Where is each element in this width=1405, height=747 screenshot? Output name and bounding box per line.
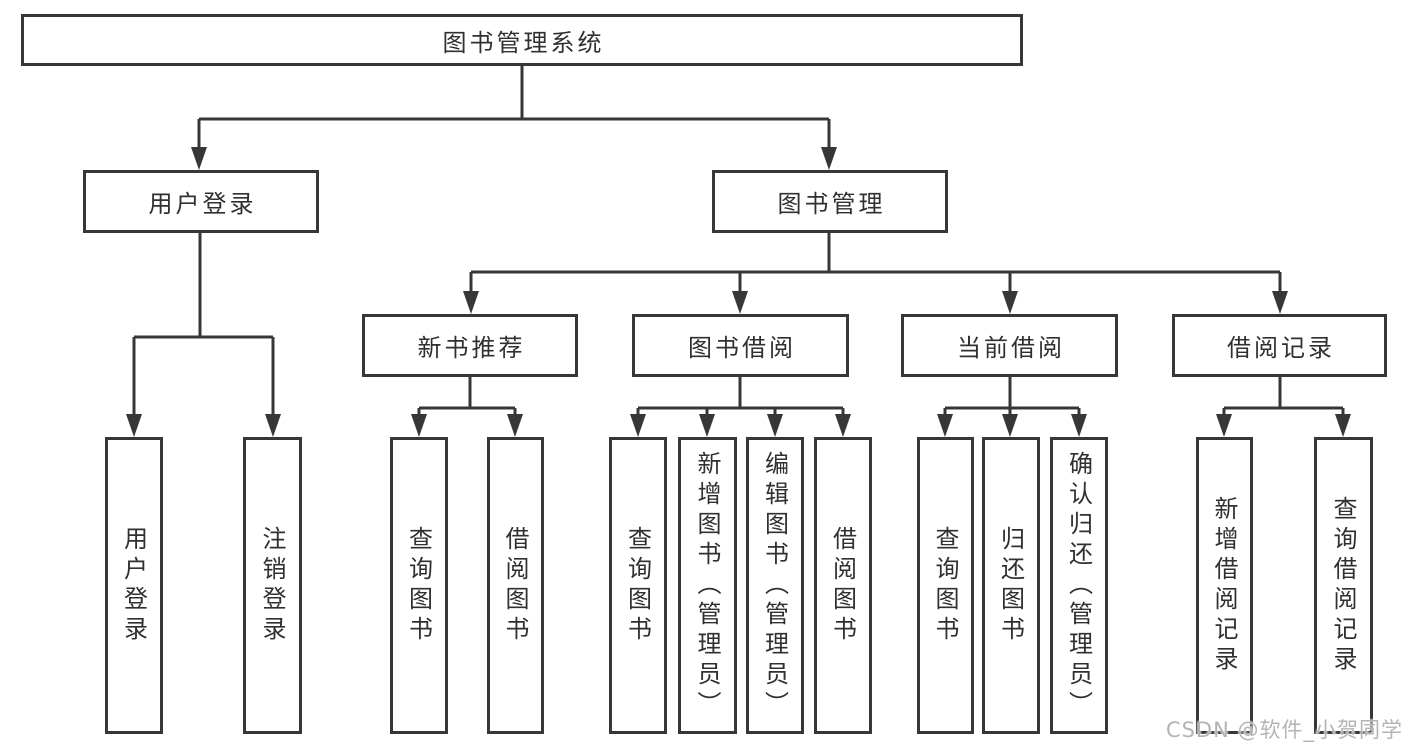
node-new-book-recommend: 新书推荐 <box>362 314 578 377</box>
node-book-management-branch: 图书管理 <box>712 170 948 233</box>
leaf-add-borrow-record: 新增借阅记录 <box>1196 437 1253 734</box>
node-current-borrowing: 当前借阅 <box>901 314 1118 377</box>
node-user-login-branch: 用户登录 <box>83 170 319 233</box>
leaf-query-books-current: 查询图书 <box>917 437 974 734</box>
arrowheads <box>126 147 1351 437</box>
leaf-borrow-books-borrowing: 借阅图书 <box>814 437 872 734</box>
leaf-return-books: 归还图书 <box>982 437 1040 734</box>
leaf-edit-books-admin: 编辑图书（管理员） <box>746 437 804 734</box>
node-borrowing-records: 借阅记录 <box>1172 314 1387 377</box>
watermark: CSDN @软件_小贺同学 <box>1165 718 1403 742</box>
leaf-confirm-return-admin: 确认归还（管理员） <box>1050 437 1108 734</box>
leaf-query-books-recommend: 查询图书 <box>390 437 448 734</box>
leaf-query-borrow-record: 查询借阅记录 <box>1314 437 1373 734</box>
leaf-borrow-books-recommend: 借阅图书 <box>487 437 544 734</box>
node-book-management-system: 图书管理系统 <box>21 14 1023 66</box>
leaf-logout-login: 注销登录 <box>243 437 302 734</box>
leaf-user-login: 用户登录 <box>105 437 163 734</box>
leaf-query-books-borrowing: 查询图书 <box>609 437 667 734</box>
leaf-add-books-admin: 新增图书（管理员） <box>678 437 737 734</box>
node-book-borrowing: 图书借阅 <box>632 314 849 377</box>
